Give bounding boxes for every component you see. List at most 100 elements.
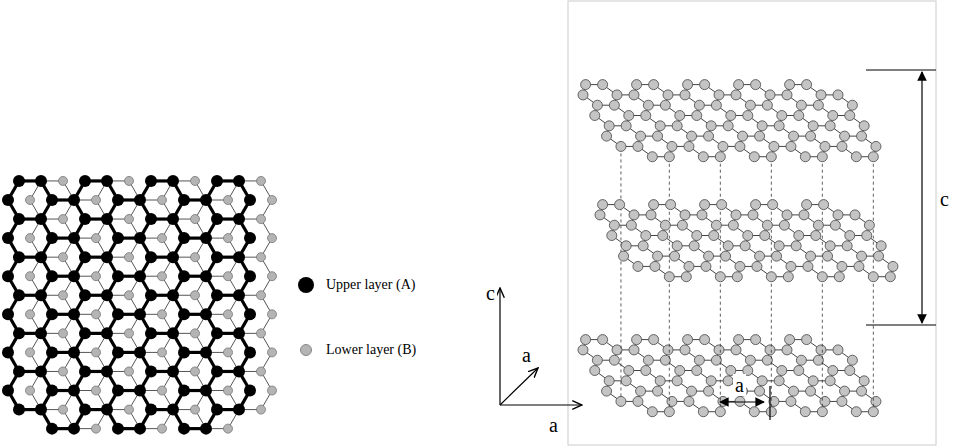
atom <box>629 90 639 100</box>
atom <box>851 407 861 417</box>
atom <box>766 407 776 417</box>
atom <box>833 90 843 100</box>
atom <box>726 111 736 121</box>
atom <box>632 335 642 345</box>
atom-a <box>101 251 113 263</box>
atom <box>769 141 779 151</box>
atom-b <box>224 272 233 281</box>
atom-b <box>268 196 277 205</box>
axes <box>500 288 582 405</box>
atom-a <box>200 232 212 244</box>
atom <box>604 121 614 131</box>
atom-b <box>125 291 134 300</box>
atom-b <box>125 405 134 414</box>
atom-a <box>79 327 91 339</box>
atom <box>862 231 872 241</box>
atom-b <box>257 367 266 376</box>
atom-b <box>26 196 35 205</box>
atom-a <box>35 175 47 187</box>
atom-b <box>92 348 101 357</box>
atom-a <box>112 270 124 282</box>
atom-b <box>191 253 200 262</box>
atom <box>663 345 673 355</box>
atom <box>768 200 778 210</box>
atom <box>609 220 619 230</box>
atom-a <box>145 289 157 301</box>
atom-b <box>158 196 167 205</box>
legend-text: Lower layer (B) <box>326 342 416 358</box>
atom-b <box>158 386 167 395</box>
atom <box>745 100 755 110</box>
atom <box>847 355 857 365</box>
atom <box>783 272 793 282</box>
atom <box>677 220 687 230</box>
atom <box>755 131 765 141</box>
dashed-line <box>771 162 772 407</box>
axis-label: a <box>733 374 746 396</box>
atom <box>735 141 745 151</box>
atom <box>816 90 826 100</box>
atom-a <box>178 385 190 397</box>
atom <box>647 152 657 162</box>
atom-a <box>13 175 25 187</box>
atom <box>825 121 835 131</box>
atom-a <box>13 251 25 263</box>
atom-a <box>200 270 212 282</box>
atom <box>697 210 707 220</box>
atom <box>871 141 881 151</box>
atom-a <box>101 327 113 339</box>
atom <box>811 231 821 241</box>
atom <box>694 100 704 110</box>
atom-a <box>200 194 212 206</box>
atom-b <box>59 176 68 185</box>
atom-a <box>112 194 124 206</box>
atom <box>672 121 682 131</box>
atom-a <box>145 404 157 416</box>
atom-a <box>167 327 179 339</box>
atom <box>808 121 818 131</box>
atom <box>598 200 608 210</box>
atom <box>616 141 626 151</box>
atom <box>692 366 702 376</box>
atom <box>799 210 809 220</box>
atom <box>700 200 710 210</box>
atom-a <box>46 308 58 320</box>
atom-a <box>211 289 223 301</box>
atom-b <box>268 386 277 395</box>
atom-a <box>145 327 157 339</box>
atom-b <box>191 176 200 185</box>
atom <box>751 80 761 90</box>
atom <box>728 220 738 230</box>
atom-a <box>46 232 58 244</box>
atom <box>751 200 761 210</box>
atom <box>680 210 690 220</box>
atom-b <box>59 329 68 338</box>
middle-layer <box>595 200 898 282</box>
atom-a <box>145 213 157 225</box>
atom-a <box>112 232 124 244</box>
atom-a <box>244 194 256 206</box>
atom <box>590 111 600 121</box>
atom-a <box>68 194 80 206</box>
atom <box>816 345 826 355</box>
atom <box>837 141 847 151</box>
atom <box>655 376 665 386</box>
atom <box>833 210 843 220</box>
atom-a <box>79 251 91 263</box>
atom <box>785 80 795 90</box>
atom-a <box>211 327 223 339</box>
atom <box>857 251 867 261</box>
atom <box>714 90 724 100</box>
atom-b <box>224 310 233 319</box>
atom <box>723 241 733 251</box>
atom-a <box>2 308 14 320</box>
atom <box>857 131 867 141</box>
atom <box>765 345 775 355</box>
atom-a <box>167 251 179 263</box>
lower-layer-b <box>26 176 277 433</box>
dimension-arrow <box>720 401 764 402</box>
atom <box>782 90 792 100</box>
atom <box>714 345 724 355</box>
atom-a <box>112 385 124 397</box>
atom-a <box>200 346 212 358</box>
